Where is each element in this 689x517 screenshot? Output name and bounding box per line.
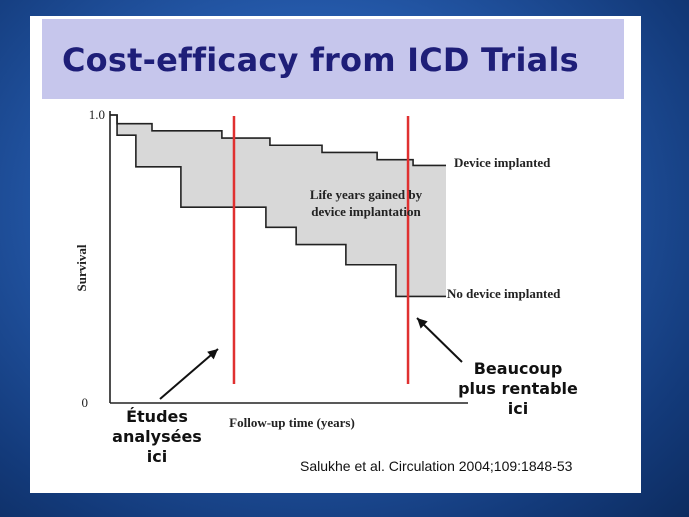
arrow-beaucoup-head bbox=[417, 318, 428, 329]
slide-title: Cost-efficacy from ICD Trials bbox=[62, 41, 579, 79]
series-line-device-implanted bbox=[110, 114, 446, 167]
annotation-beaucoup-line-3: ici bbox=[508, 399, 528, 418]
annotation-beaucoup-line-2: plus rentable bbox=[458, 379, 578, 398]
shaded-region-label-line-1: Life years gained by bbox=[310, 187, 423, 202]
title-band: Cost-efficacy from ICD Trials bbox=[42, 19, 624, 99]
marker-line-layer bbox=[232, 116, 410, 384]
annotation-etudes-line-3: ici bbox=[147, 447, 167, 466]
arrow-etudes-shaft bbox=[159, 348, 219, 400]
y-axis-title: Survival bbox=[74, 244, 89, 291]
series-label-device-implanted: Device implanted bbox=[454, 155, 551, 170]
annotation-etudes-line-2: analysées bbox=[112, 427, 202, 446]
x-axis-title: Follow-up time (years) bbox=[229, 415, 355, 430]
series-line-no-device-implanted bbox=[110, 114, 446, 298]
citation: Salukhe et al. Circulation 2004;109:1848… bbox=[300, 458, 573, 474]
curve-layer bbox=[110, 114, 446, 298]
label-layer: Device implanted No device implanted Life … bbox=[112, 155, 578, 466]
arrow-beaucoup-shaft bbox=[416, 317, 463, 363]
shaded-region-layer bbox=[110, 115, 446, 297]
arrow-etudes bbox=[159, 348, 219, 400]
shaded-region bbox=[110, 115, 446, 297]
y-tick-label-bottom: 0 bbox=[82, 395, 89, 410]
arrow-beaucoup bbox=[416, 317, 463, 363]
arrow-etudes-head bbox=[207, 349, 218, 360]
slide: Cost-efficacy from ICD Trials 1.0 0 Surviv… bbox=[30, 16, 641, 493]
series-label-no-device-implanted: No device implanted bbox=[447, 286, 561, 301]
y-tick-label-top: 1.0 bbox=[89, 107, 105, 122]
annotation-etudes-line-1: Études bbox=[126, 407, 188, 426]
annotation-beaucoup-line-1: Beaucoup bbox=[474, 359, 563, 378]
shaded-region-label-line-2: device implantation bbox=[311, 204, 421, 219]
